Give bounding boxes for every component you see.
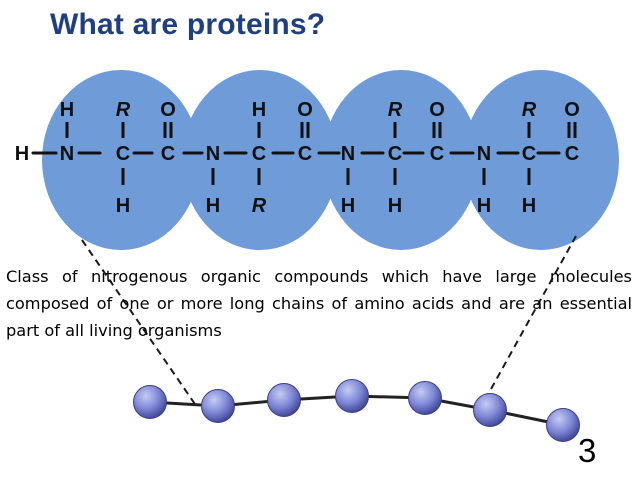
bead-7 — [546, 408, 580, 442]
svg-text:R: R — [252, 195, 267, 217]
residue-ellipse-2 — [182, 70, 338, 250]
svg-text:R: R — [388, 99, 403, 121]
svg-text:N: N — [206, 143, 220, 165]
page-number: 3 — [578, 432, 597, 469]
svg-text:O: O — [429, 99, 445, 121]
svg-text:H: H — [388, 195, 402, 217]
svg-text:N: N — [60, 143, 74, 165]
svg-text:H: H — [15, 143, 29, 165]
bead-3 — [267, 383, 301, 417]
svg-text:C: C — [161, 143, 175, 165]
bead-6 — [473, 393, 507, 427]
residue-ellipse-4 — [463, 70, 619, 250]
slide-title: What are proteins? — [50, 8, 326, 41]
bead-chain — [133, 379, 580, 442]
bead-5 — [408, 381, 442, 415]
residue-ellipses — [42, 70, 619, 250]
svg-text:N: N — [477, 143, 491, 165]
svg-text:O: O — [297, 99, 313, 121]
definition-text: Class of nitrogenous organic compounds w… — [6, 267, 632, 340]
svg-text:C: C — [116, 143, 130, 165]
svg-text:R: R — [522, 99, 537, 121]
dashed-guides — [81, 235, 577, 408]
svg-text:C: C — [430, 143, 444, 165]
svg-text:N: N — [341, 143, 355, 165]
svg-text:O: O — [160, 99, 176, 121]
svg-text:H: H — [477, 195, 491, 217]
svg-text:R: R — [116, 99, 131, 121]
residue-ellipse-1 — [42, 70, 200, 250]
vertical-bonds — [65, 122, 531, 185]
svg-text:H: H — [341, 195, 355, 217]
svg-text:C: C — [522, 143, 536, 165]
bead-1 — [133, 385, 167, 419]
bead-4 — [335, 379, 369, 413]
residue-ellipse-3 — [323, 70, 479, 250]
svg-text:C: C — [252, 143, 266, 165]
svg-text:H: H — [252, 99, 266, 121]
svg-text:H: H — [116, 195, 130, 217]
svg-text:C: C — [298, 143, 312, 165]
top-substituents: H R O H O R O R O — [60, 99, 580, 121]
dashed-guide-right — [485, 235, 577, 399]
dashed-guide-left — [81, 239, 198, 408]
svg-text:C: C — [565, 143, 579, 165]
svg-text:O: O — [564, 99, 580, 121]
svg-text:H: H — [522, 195, 536, 217]
backbone-atoms: H N C C N C C N C C N C C — [15, 143, 579, 165]
double-bonds — [163, 122, 577, 138]
svg-text:H: H — [60, 99, 74, 121]
bottom-substituents: H H H R H H H H — [116, 195, 536, 217]
svg-text:H: H — [206, 195, 220, 217]
svg-text:C: C — [388, 143, 402, 165]
bead-2 — [201, 389, 235, 423]
